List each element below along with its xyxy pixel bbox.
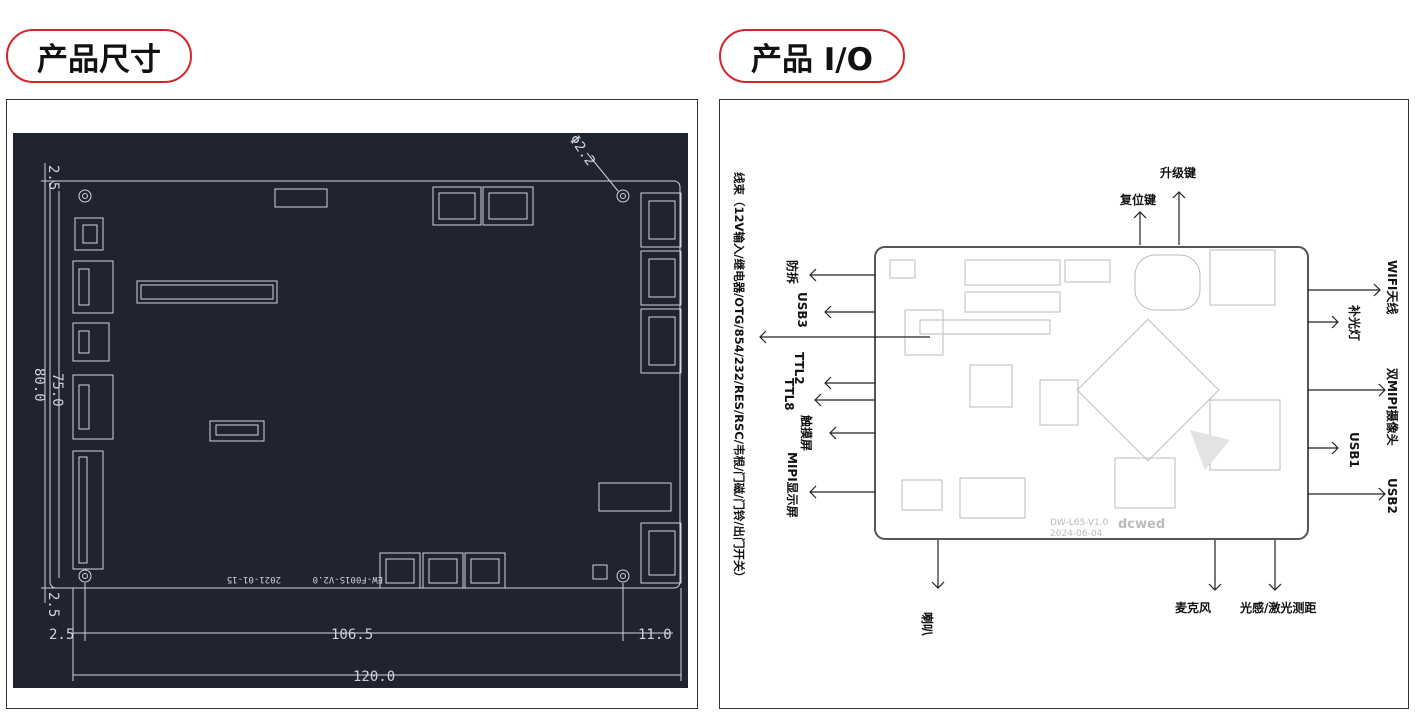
- board-model: EW-F001S-V2.0: [313, 574, 383, 584]
- dim-total-width: 120.0: [353, 669, 395, 685]
- label-microphone: 麦克风: [1175, 600, 1211, 615]
- board: [874, 246, 1309, 540]
- dimension-drawing: 2.5 80.0 75.0 2.5 2.5 106.5 11.0 120.0 Φ…: [13, 133, 688, 688]
- board-outline: [49, 180, 681, 589]
- label-speaker: 喇叭: [920, 612, 935, 636]
- label-usb3: USB3: [795, 292, 809, 328]
- label-usb1: USB1: [1347, 432, 1361, 468]
- io-diagram-svg: DW-L65-V1.0 2024-06-04 dcwed: [732, 165, 1400, 636]
- label-wifi-antenna: WIFI天线: [1385, 260, 1400, 314]
- dimension-drawing-svg: 2.5 80.0 75.0 2.5 2.5 106.5 11.0 120.0 Φ…: [31, 133, 682, 685]
- io-header-text: 产品 I/O: [750, 41, 873, 78]
- dim-hole-dia: Φ2.2: [566, 133, 598, 169]
- label-mipi-display: MIPI显示屏: [785, 452, 799, 518]
- mount-hole: [616, 189, 630, 203]
- board-date: 2021-01-15: [227, 574, 281, 584]
- label-dual-mipi-camera: 双MIPI摄像头: [1385, 368, 1400, 446]
- board-model-io: DW-L65-V1.0: [1050, 518, 1109, 528]
- dim-right-offset: 11.0: [638, 627, 672, 643]
- label-fill-light: 补光灯: [1347, 304, 1362, 341]
- board-brand: dcwed: [1118, 517, 1165, 532]
- io-header: 产品 I/O: [719, 29, 905, 83]
- label-reset-key: 复位键: [1119, 192, 1156, 207]
- dimensions-header-text: 产品尺寸: [37, 41, 161, 78]
- board-date-io: 2024-06-04: [1050, 529, 1103, 539]
- label-usb2: USB2: [1385, 478, 1399, 514]
- mount-hole: [78, 569, 92, 583]
- pin-header: [136, 280, 278, 304]
- dim-hole-width: 106.5: [331, 627, 373, 643]
- dim-total-height: 80.0: [31, 368, 47, 402]
- label-ttl2: TTL2: [792, 352, 806, 385]
- label-tamper: 防拆: [785, 260, 800, 284]
- label-touchscreen: 触摸屏: [799, 415, 814, 451]
- label-ttl8: TTL8: [782, 378, 796, 411]
- label-light-sensor: 光感/激光测距: [1239, 600, 1316, 615]
- mount-hole: [616, 569, 630, 583]
- io-diagram: DW-L65-V1.0 2024-06-04 dcwed: [720, 100, 1408, 708]
- dimensions-header: 产品尺寸: [6, 29, 192, 83]
- dim-left-margin: 2.5: [49, 627, 74, 643]
- dim-hole-height: 75.0: [49, 373, 65, 407]
- label-wire-harness: 线束（12V输入/继电器/OTG/854/232/RES/RSC/韦根/门磁/门…: [732, 172, 746, 583]
- dim-bottom-margin: 2.5: [45, 592, 61, 617]
- label-upgrade-key: 升级键: [1160, 165, 1196, 180]
- mount-hole: [78, 189, 92, 203]
- dim-top-margin: 2.5: [45, 165, 61, 190]
